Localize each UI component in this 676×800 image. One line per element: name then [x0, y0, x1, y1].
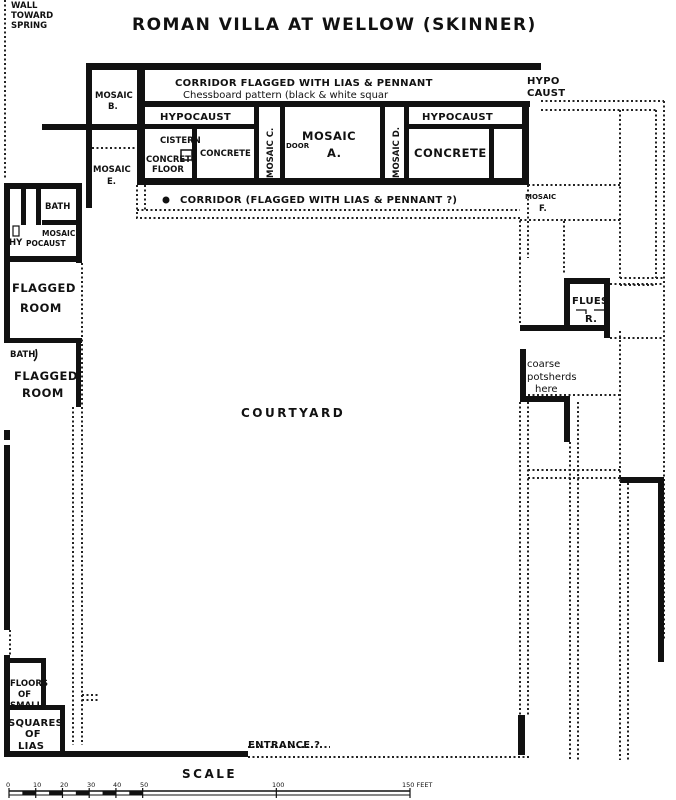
- north-range-walls: [42, 63, 541, 208]
- scale-bar: SCALE 0 10 20 30 40 50 100 150 FEET: [6, 767, 432, 798]
- concrete-floor-2: FLOOR: [152, 165, 184, 175]
- scale-tick-50: 50: [140, 781, 148, 789]
- mosaic-b-2: B.: [108, 102, 118, 112]
- cistern-label: CISTERN: [160, 136, 201, 146]
- concrete-floor-1: CONCRETE: [146, 155, 197, 165]
- scale-segment: [22, 791, 36, 795]
- east-dotted: [519, 258, 664, 760]
- north-dotted: [92, 100, 665, 640]
- mosaic-c-label: MOSAIC C.: [266, 128, 276, 178]
- scale-tick-20: 20: [60, 781, 68, 789]
- scale-segment: [129, 791, 143, 795]
- mosaic-f-1: MOSAIC: [525, 193, 556, 201]
- scale-tick-150: 150 FEET: [402, 781, 432, 789]
- mosaic-pocaust-1: MOSAIC: [42, 229, 76, 238]
- floors-5: OF: [25, 729, 41, 740]
- west-range-walls: [4, 183, 248, 757]
- scale-tick-0: 0: [6, 781, 10, 789]
- hypocaust-corner-2: CAUST: [527, 88, 565, 99]
- potsherds-2: potsherds: [527, 372, 577, 383]
- flagged-room-1a: FLAGGED: [12, 281, 76, 295]
- scale-label: SCALE: [182, 767, 237, 781]
- flues-label: FLUES: [572, 296, 609, 307]
- floors-1: FLOORS: [10, 679, 48, 689]
- flagged-room-2a: FLAGGED: [14, 369, 78, 383]
- floors-3: SMALL: [10, 701, 43, 711]
- flagged-room-1b: ROOM: [20, 301, 62, 315]
- concrete-left-label: CONCRETE: [200, 149, 251, 159]
- mosaic-pocaust-2: POCAUST: [26, 239, 66, 248]
- floors-2: OF: [18, 690, 31, 700]
- mosaic-e-1: MOSAIC: [93, 165, 131, 175]
- mosaic-b-1: MOSAIC: [95, 91, 133, 101]
- concrete-right-label: CONCRETE: [414, 146, 487, 160]
- entrance-label: ENTRANCE ?: [248, 740, 320, 751]
- bath-mid-label: BATH: [10, 350, 35, 360]
- hypocaust-right-label: HYPOCAUST: [422, 112, 493, 123]
- mosaic-a-2: A.: [327, 146, 341, 160]
- plan-title: ROMAN VILLA AT WELLOW (SKINNER): [132, 15, 537, 35]
- hy-label: HY: [9, 238, 23, 248]
- chessboard-label: Chessboard pattern (black & white squar: [183, 90, 389, 101]
- potsherds-1: coarse: [527, 359, 560, 370]
- flagged-room-2b: ROOM: [22, 386, 64, 400]
- wall-note: WALL TOWARD SPRING: [11, 1, 53, 31]
- scale-tick-100: 100: [272, 781, 284, 789]
- mosaic-f-2: F.: [539, 204, 547, 214]
- corridor-top-label: CORRIDOR FLAGGED WITH LIAS & PENNANT: [175, 78, 433, 89]
- west-dotted: [9, 263, 530, 758]
- r-label: R.: [585, 314, 597, 325]
- bath-top-label: BATH: [45, 202, 70, 212]
- mosaic-e-2: E.: [107, 177, 116, 187]
- mosaic-d-label: MOSAIC D.: [392, 127, 402, 178]
- scale-tick-40: 40: [113, 781, 121, 789]
- courtyard-label: COURTYARD: [241, 406, 345, 420]
- wall-note-line1: WALL: [11, 1, 38, 11]
- corridor-mid-label: CORRIDOR (FLAGGED WITH LIAS & PENNANT ?): [180, 195, 457, 206]
- floors-4: SQUARES: [8, 718, 63, 729]
- scale-segment: [49, 791, 63, 795]
- wall-note-line3: SPRING: [11, 21, 47, 31]
- mosaic-a-1: MOSAIC: [302, 129, 356, 143]
- hypocaust-corner-1: HYPO: [527, 76, 560, 87]
- wall-note-line2: TOWARD: [11, 11, 53, 21]
- scale-segment: [75, 791, 90, 795]
- potsherds-3: here: [535, 384, 558, 395]
- scale-tick-30: 30: [87, 781, 95, 789]
- hypocaust-left-label: HYPOCAUST: [160, 112, 231, 123]
- scale-tick-10: 10: [33, 781, 41, 789]
- floors-6: LIAS: [18, 741, 44, 752]
- east-range-walls: [518, 278, 664, 755]
- room-labels: CORRIDOR FLAGGED WITH LIAS & PENNANT Che…: [8, 76, 609, 752]
- scale-segment: [102, 791, 116, 795]
- door-label: DOOR: [286, 142, 310, 150]
